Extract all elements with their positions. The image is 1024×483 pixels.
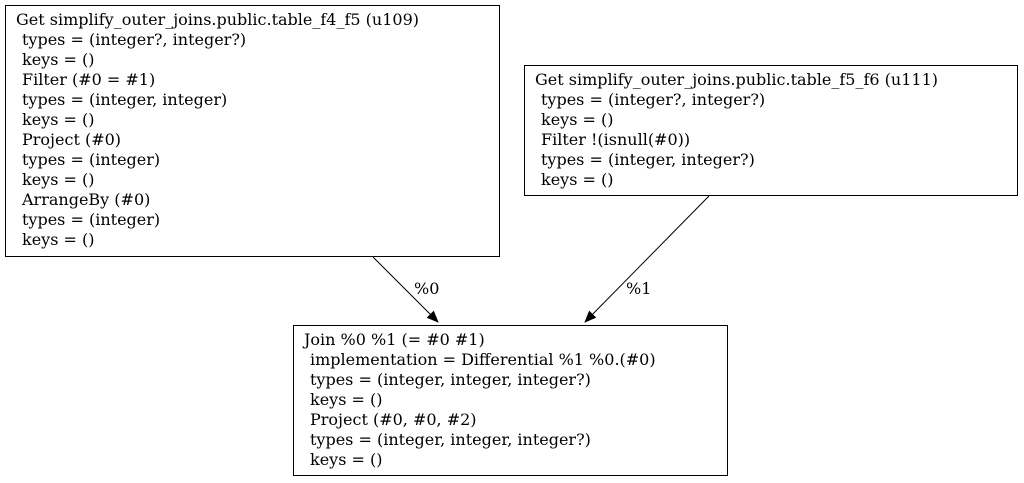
node-line: types = (integer) (22, 150, 161, 169)
node-line: Get simplify_outer_joins.public.table_f5… (535, 70, 938, 89)
edge-left-to-join (372, 256, 439, 323)
node-line: keys = () (22, 230, 95, 249)
node-line: Project (#0, #0, #2) (310, 410, 477, 429)
node-line: Project (#0) (22, 130, 122, 149)
node-line: types = (integer?, integer?) (22, 30, 247, 49)
node-line: types = (integer, integer, integer?) (310, 430, 591, 449)
node-line: keys = () (310, 390, 383, 409)
node-line: types = (integer, integer) (22, 90, 228, 109)
node-line: Get simplify_outer_joins.public.table_f4… (16, 10, 419, 29)
node-line: keys = () (22, 170, 95, 189)
node-line: implementation = Differential %1 %0.(#0) (310, 350, 656, 369)
edge-label-left-to-join: %0 (414, 279, 440, 298)
node-line: types = (integer) (22, 210, 161, 229)
edge-label-right-to-join: %1 (626, 279, 652, 298)
node-line: types = (integer?, integer?) (541, 90, 766, 109)
node-line: keys = () (541, 110, 614, 129)
node-line: Join %0 %1 (= #0 #1) (304, 330, 485, 349)
edge-right-to-join (584, 195, 710, 323)
node-line: types = (integer, integer?) (541, 150, 755, 169)
node-line: keys = () (22, 50, 95, 69)
node-line: keys = () (541, 170, 614, 189)
node-line: keys = () (310, 450, 383, 469)
node-line: Filter !(isnull(#0)) (541, 130, 691, 149)
node-get-table-f5-f6: Get simplify_outer_joins.public.table_f5… (524, 65, 1018, 196)
node-line: Filter (#0 = #1) (22, 70, 156, 89)
node-line: ArrangeBy (#0) (22, 190, 151, 209)
node-join: Join %0 %1 (= #0 #1) implementation = Di… (293, 325, 728, 476)
node-line: types = (integer, integer, integer?) (310, 370, 591, 389)
node-get-table-f4-f5: Get simplify_outer_joins.public.table_f4… (5, 5, 500, 257)
node-line: keys = () (22, 110, 95, 129)
